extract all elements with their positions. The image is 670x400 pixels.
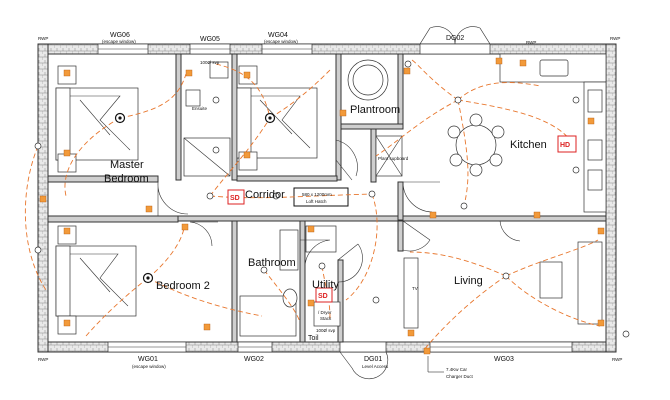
- light-bedroom2: [142, 272, 154, 284]
- dining-table: [447, 113, 505, 177]
- smoke-detector-corridor: SD: [227, 189, 245, 205]
- rwp-label: RWP: [526, 40, 536, 45]
- window-note-wg04: (escape window): [264, 39, 298, 44]
- door-tag-dg02: DG02: [446, 35, 464, 42]
- svp-label-top: 100Ø svp: [200, 60, 220, 65]
- plant-cupboard-label: Plant cupboard: [378, 156, 409, 161]
- utility-fixtures: [305, 225, 341, 327]
- dryer-label-line1: / Dryer: [318, 310, 332, 315]
- plant-cupboard: [375, 135, 403, 177]
- door-note-dg01: Level Access: [362, 364, 389, 369]
- ensuite-fixtures: [183, 61, 231, 177]
- window-tag-wg05: WG05: [200, 36, 220, 43]
- room-label-master-line1: Master: [110, 159, 144, 171]
- living-furniture: [403, 241, 603, 329]
- door-dg01: [339, 351, 389, 380]
- rwp-label: RWP: [38, 357, 48, 362]
- plantroom-cylinder: [347, 59, 389, 101]
- light-master: [114, 112, 126, 124]
- downlights: [34, 60, 630, 338]
- rwp-label: RWP: [38, 36, 48, 41]
- room-label-master-line2: Bedroom: [104, 173, 149, 185]
- tv-label: TV: [412, 286, 418, 291]
- detector-label-sd2: SD: [318, 293, 328, 300]
- loft-hatch-label-line1: 580 x 1200mm: [302, 192, 332, 197]
- dryer-label-line2: Stack: [320, 316, 332, 321]
- room-label-corridor: Corridor: [245, 189, 285, 201]
- window-note-wg01: (escape window): [132, 364, 166, 369]
- detector-label-sd1: SD: [230, 195, 240, 202]
- rwp-label: RWP: [610, 36, 620, 41]
- window-tag-wg03: WG03: [494, 356, 514, 363]
- wiring-runs: [24, 59, 601, 351]
- detector-label-hd: HD: [560, 142, 570, 149]
- heat-detector-kitchen: HD: [557, 135, 577, 153]
- room-label-bathroom: Bathroom: [248, 257, 296, 269]
- ev-charger-callout: 7.4Kw Car Charger Duct: [427, 356, 474, 379]
- ev-charger-line1: 7.4Kw Car: [446, 367, 468, 372]
- room-label-ensuite: Ensuite: [192, 106, 208, 111]
- internal-doors: [157, 139, 521, 283]
- room-label-plantroom: Plantroom: [350, 104, 400, 116]
- bedroom2-bed: [55, 225, 137, 335]
- room-label-bedroom2: Bedroom 2: [156, 280, 210, 292]
- light-bedroom3: [264, 112, 276, 124]
- window-note-wg06: (escape window): [102, 39, 136, 44]
- room-label-wc: Toil: [308, 335, 319, 342]
- svp-label-bottom: 100Ø svp: [316, 328, 336, 333]
- room-label-living: Living: [454, 275, 483, 287]
- door-dg02: [419, 26, 491, 45]
- window-tag-wg02: WG02: [244, 356, 264, 363]
- loft-hatch-label-line2: Loft Hatch: [306, 199, 327, 204]
- bathroom-fixtures: [239, 229, 299, 337]
- window-tag-wg06: WG06: [110, 32, 130, 39]
- master-bed: [55, 65, 139, 173]
- sockets: [39, 57, 605, 355]
- rwp-label: RWP: [612, 357, 622, 362]
- ceiling-lights: [114, 112, 276, 284]
- room-label-kitchen: Kitchen: [510, 139, 547, 151]
- window-tag-wg01: WG01: [138, 356, 158, 363]
- door-tag-dg01: DG01: [364, 356, 382, 363]
- kitchen-units: [499, 53, 607, 213]
- smoke-detector-utility: SD: [315, 287, 333, 303]
- window-tag-wg04: WG04: [268, 32, 288, 39]
- ev-charger-line2: Charger Duct: [446, 374, 474, 379]
- room-label-utility: Utility: [312, 279, 339, 291]
- window-openings: [97, 43, 573, 353]
